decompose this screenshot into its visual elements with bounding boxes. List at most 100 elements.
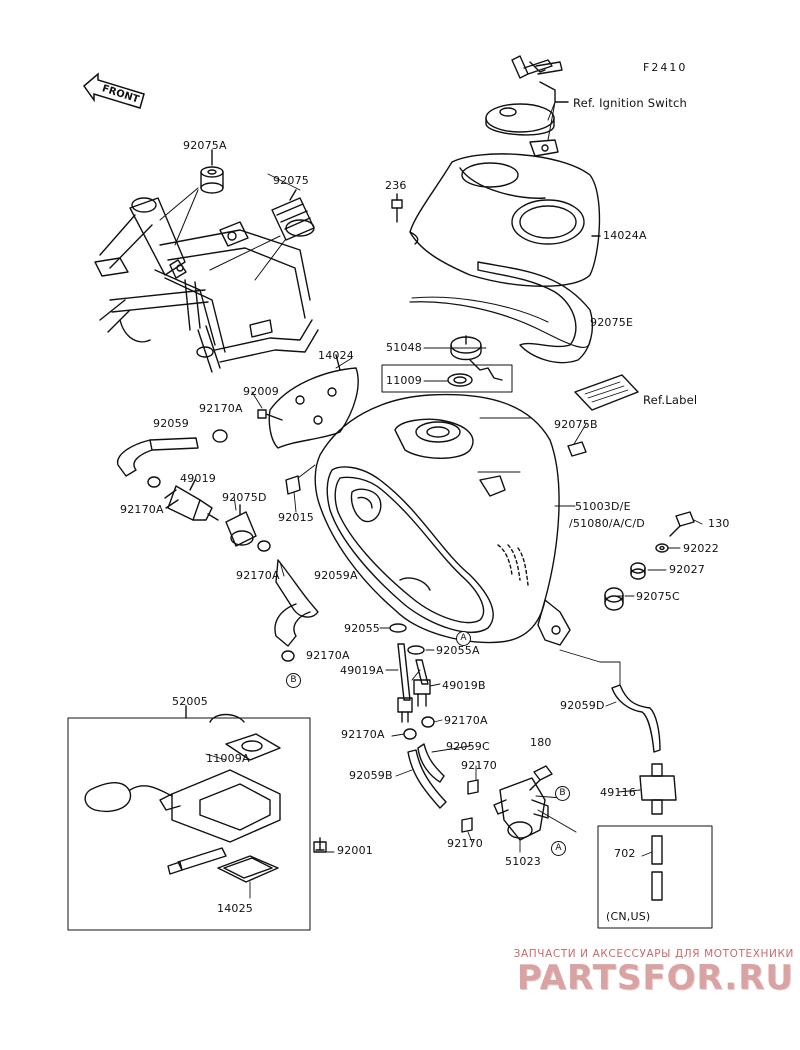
sender-unit-box <box>67 713 327 931</box>
part-92075c: 92075C <box>636 590 680 603</box>
part-92075d: 92075D <box>222 491 267 504</box>
damper-92075a <box>200 166 224 194</box>
damper-92075 <box>271 197 315 241</box>
part-14025: 14025 <box>217 902 253 915</box>
region-note: (CN,US) <box>606 910 651 923</box>
pipe-49019a <box>397 643 413 723</box>
part-92075e: 92075E <box>590 316 634 329</box>
bolt-180 <box>529 765 553 791</box>
cap-gasket <box>447 373 473 387</box>
fuel-cap <box>450 335 503 381</box>
part-92015: 92015 <box>278 511 314 524</box>
part-92170-1: 92170 <box>461 759 497 772</box>
hose-92059c <box>417 743 445 783</box>
damper-92075c <box>604 587 624 611</box>
hose-92059b <box>407 749 447 809</box>
part-49116: 49116 <box>600 786 636 799</box>
fuel-filter-49019 <box>164 485 219 521</box>
watermark-tagline: ЗАПЧАСТИ И АКСЕССУАРЫ ДЛЯ МОТОТЕХНИКИ <box>513 948 794 960</box>
part-92059c: 92059C <box>446 740 490 753</box>
fuel-tank <box>314 393 571 646</box>
part-49019a: 49019A <box>340 664 384 677</box>
part-11009a: 11009A <box>206 752 250 765</box>
clamp-92170a-5 <box>403 728 417 740</box>
tank-cover <box>409 153 601 287</box>
part-52005: 52005 <box>172 695 208 708</box>
part-92075b: 92075B <box>554 418 598 431</box>
trim-strip <box>477 261 594 364</box>
oring-92055a <box>407 645 425 655</box>
bolt-130 <box>669 511 695 537</box>
hose-92059 <box>116 437 199 477</box>
callout-a-2: A <box>551 841 566 856</box>
damper-92075b <box>567 441 587 457</box>
bolt-236 <box>391 199 403 223</box>
ref-label: Ref.Label <box>643 393 698 407</box>
part-92059a: 92059A <box>314 569 358 582</box>
petcock-51023 <box>493 777 549 841</box>
part-92059: 92059 <box>153 417 189 430</box>
callout-b-2: B <box>555 786 570 801</box>
part-92170a-4: 92170A <box>306 649 350 662</box>
part-92009: 92009 <box>243 385 279 398</box>
ignition-keys <box>511 55 563 79</box>
watermark-logo: PARTSFOR.RU <box>516 958 794 998</box>
cn-us-box <box>597 825 713 929</box>
part-14024a: 14024A <box>603 229 647 242</box>
clamp-92170a-4 <box>281 650 295 662</box>
damper-92075d <box>225 511 257 547</box>
clamp-92170-2 <box>461 817 473 833</box>
leader-lines <box>205 173 703 899</box>
pipe-49019b <box>413 659 431 707</box>
front-arrow-icon: FRONT <box>82 72 145 109</box>
part-11009: 11009 <box>386 374 422 387</box>
part-51003: 51003D/E <box>575 500 631 513</box>
figure-code: F2410 <box>643 61 688 74</box>
gasket-92055 <box>389 623 407 633</box>
tank-bracket <box>268 367 359 449</box>
clamp-92170-1 <box>467 779 479 795</box>
part-92059b: 92059B <box>349 769 393 782</box>
ref-ignition-switch: Ref. Ignition Switch <box>573 96 687 110</box>
part-236: 236 <box>385 179 407 192</box>
clamp-92170a-1 <box>212 429 228 443</box>
collar-92027 <box>630 562 646 580</box>
part-92055: 92055 <box>344 622 380 635</box>
ignition-cover <box>485 103 559 157</box>
front-direction-arrow: FRONT <box>82 72 148 109</box>
part-92075: 92075 <box>273 174 309 187</box>
part-92055a: 92055A <box>436 644 480 657</box>
part-92075a: 92075A <box>183 139 227 152</box>
label-plate <box>574 374 639 411</box>
part-92170a-2: 92170A <box>120 503 164 516</box>
part-51080: /51080/A/C/D <box>569 517 645 530</box>
callout-b-1: B <box>286 673 301 688</box>
bolt-92009 <box>257 409 283 421</box>
part-51048: 51048 <box>386 341 422 354</box>
washer-92022 <box>655 543 669 553</box>
clamp-92170a-3 <box>257 540 271 552</box>
part-92059d: 92059D <box>560 699 605 712</box>
part-51023: 51023 <box>505 855 541 868</box>
part-702: 702 <box>614 847 636 860</box>
part-92170a-1: 92170A <box>199 402 243 415</box>
part-92170-2: 92170 <box>447 837 483 850</box>
part-130: 130 <box>708 517 730 530</box>
part-92001: 92001 <box>337 844 373 857</box>
frame-drawing <box>94 197 319 373</box>
part-92027: 92027 <box>669 563 705 576</box>
part-92022: 92022 <box>683 542 719 555</box>
part-92170a-5: 92170A <box>444 714 488 727</box>
part-14024: 14024 <box>318 349 354 362</box>
part-180: 180 <box>530 736 552 749</box>
hose-92059a <box>274 559 319 647</box>
clamp-92170a-2 <box>147 476 161 488</box>
hose-92059d <box>611 684 661 753</box>
clamp-92170a-6 <box>421 716 435 728</box>
fuel-filter-49116 <box>639 763 677 815</box>
callout-a-1: A <box>456 631 471 646</box>
part-92170a-6: 92170A <box>341 728 385 741</box>
part-92170a-3: 92170A <box>236 569 280 582</box>
